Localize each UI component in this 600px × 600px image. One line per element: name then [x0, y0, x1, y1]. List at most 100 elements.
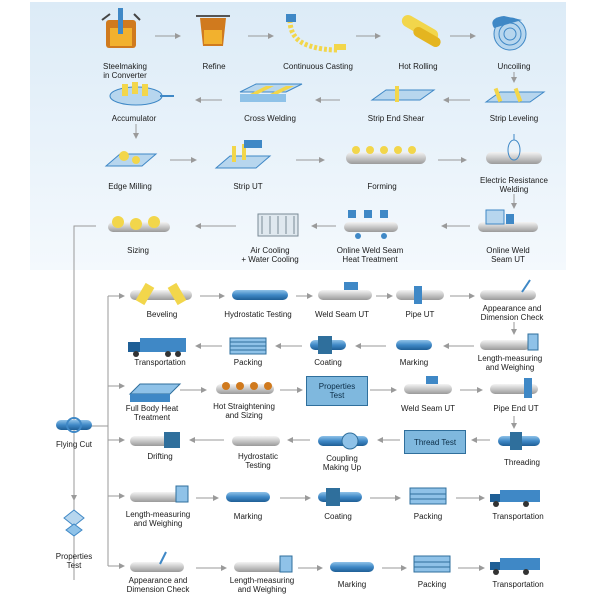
uncoiling-icon — [492, 16, 527, 51]
continuous-casting-icon — [286, 14, 346, 53]
label-online-heat-treatment: Online Weld Seam Heat Treatment — [336, 246, 404, 264]
label-hydrostatic-testing: Hydrostatic Testing — [224, 310, 292, 319]
appearance-dimension-icon — [480, 279, 536, 300]
coating-2-icon — [318, 488, 362, 506]
label-marking-3: Marking — [337, 580, 367, 589]
online-heat-treatment-icon — [344, 210, 398, 239]
beveling-icon — [130, 282, 192, 306]
label-forming: Forming — [367, 182, 397, 191]
properties-test-box: Properties Test — [306, 376, 368, 406]
label-drifting: Drifting — [147, 452, 173, 461]
sizing-icon — [108, 216, 170, 232]
properties-test-box-label: Properties Test — [318, 382, 356, 400]
label-marking: Marking — [399, 358, 429, 367]
label-packing-3: Packing — [417, 580, 447, 589]
strip-leveling-icon — [484, 87, 546, 103]
label-refine: Refine — [202, 62, 226, 71]
threading-icon — [498, 432, 540, 450]
forming-icon — [346, 146, 426, 164]
appearance-dimension-2-icon — [130, 551, 184, 572]
label-strip-leveling: Strip Leveling — [489, 114, 539, 123]
label-uncoiling: Uncoiling — [497, 62, 531, 71]
steelmaking-icon — [101, 8, 141, 48]
marking-3-icon — [330, 562, 374, 572]
label-transportation-2: Transportation — [492, 512, 544, 521]
marking-icon — [396, 340, 432, 350]
label-properties-test: Properties Test — [55, 552, 93, 570]
label-hot-rolling: Hot Rolling — [398, 62, 438, 71]
coupling-icon — [318, 432, 368, 450]
label-hot-straightening: Hot Straightening and Sizing — [213, 402, 275, 420]
edge-milling-icon — [104, 151, 158, 167]
label-air-water-cooling: Air Cooling + Water Cooling — [241, 246, 299, 264]
label-continuous-casting: Continuous Casting — [283, 62, 353, 71]
hydrostatic-testing-2-icon — [232, 436, 280, 446]
length-weighing-2-icon — [130, 485, 189, 503]
label-transportation: Transportation — [134, 358, 186, 367]
coating-icon — [310, 336, 346, 354]
packing-2-icon — [409, 487, 447, 505]
thread-test-box-label: Thread Test — [413, 437, 457, 447]
label-length-weighing-2: Length-measuring and Weighing — [125, 510, 191, 528]
label-length-weighing: Length-measuring and Weighing — [477, 354, 543, 372]
hot-rolling-icon — [401, 15, 441, 47]
label-steelmaking: Steelmaking in Converter — [102, 62, 148, 80]
weld-seam-ut-icon — [318, 282, 372, 300]
accumulator-icon — [109, 82, 174, 106]
properties-test-icon — [63, 509, 85, 537]
label-online-weld-seam-ut: Online Weld Seam UT — [486, 246, 530, 264]
label-marking-2: Marking — [233, 512, 263, 521]
label-length-weighing-3: Length-measuring and Weighing — [229, 576, 295, 594]
label-hydrostatic-testing-2: Hydrostatic Testing — [237, 452, 279, 470]
label-coating-2: Coating — [324, 512, 352, 521]
label-full-body-heat: Full Body Heat Treatment — [125, 404, 179, 422]
refine-icon — [196, 15, 230, 46]
label-weld-seam-ut-2: Weld Seam UT — [400, 404, 456, 413]
pipe-ut-icon — [396, 286, 444, 304]
label-erw: Electric Resistance Welding — [479, 176, 549, 194]
strip-end-shear-icon — [370, 86, 436, 102]
packing-icon — [229, 337, 267, 355]
hydrostatic-testing-icon — [232, 290, 288, 300]
label-appearance-dimension-2: Appearance and Dimension Check — [126, 576, 190, 594]
transportation-3-truck-icon — [490, 558, 540, 575]
packing-3-icon — [413, 555, 451, 573]
label-coating: Coating — [314, 358, 342, 367]
air-water-cooling-icon — [257, 213, 299, 237]
transportation-truck-icon — [128, 338, 186, 357]
thread-test-box: Thread Test — [404, 430, 466, 454]
marking-2-icon — [226, 492, 270, 502]
hot-straightening-icon — [216, 382, 274, 394]
strip-ut-icon — [214, 140, 272, 169]
label-appearance-dimension: Appearance and Dimension Check — [480, 304, 544, 322]
label-edge-milling: Edge Milling — [108, 182, 152, 191]
length-weighing-3-icon — [234, 555, 293, 573]
label-threading: Threading — [503, 458, 541, 467]
cross-welding-icon — [239, 83, 303, 102]
electric-resistance-welding-icon — [486, 134, 542, 164]
transportation-2-truck-icon — [490, 490, 540, 507]
label-coupling: Coupling Making Up — [322, 454, 362, 472]
label-strip-ut: Strip UT — [233, 182, 263, 191]
full-body-heat-treatment-icon — [128, 383, 182, 402]
weld-seam-ut-2-icon — [404, 376, 452, 394]
label-strip-end-shear: Strip End Shear — [367, 114, 425, 123]
label-pipe-ut: Pipe UT — [405, 310, 435, 319]
pipe-end-ut-icon — [490, 378, 538, 398]
label-transportation-3: Transportation — [492, 580, 544, 589]
label-accumulator: Accumulator — [111, 114, 157, 123]
label-flying-cut: Flying Cut — [55, 440, 93, 449]
length-weighing-icon — [480, 333, 539, 351]
online-weld-seam-ut-icon — [478, 209, 538, 232]
label-weld-seam-ut: Weld Seam UT — [314, 310, 370, 319]
label-packing-2: Packing — [413, 512, 443, 521]
flying-cut-icon — [56, 417, 92, 433]
label-packing: Packing — [233, 358, 263, 367]
label-pipe-end-ut: Pipe End UT — [493, 404, 539, 413]
label-beveling: Beveling — [146, 310, 178, 319]
drifting-icon — [130, 432, 180, 448]
label-cross-welding: Cross Welding — [244, 114, 296, 123]
label-sizing: Sizing — [127, 246, 149, 255]
